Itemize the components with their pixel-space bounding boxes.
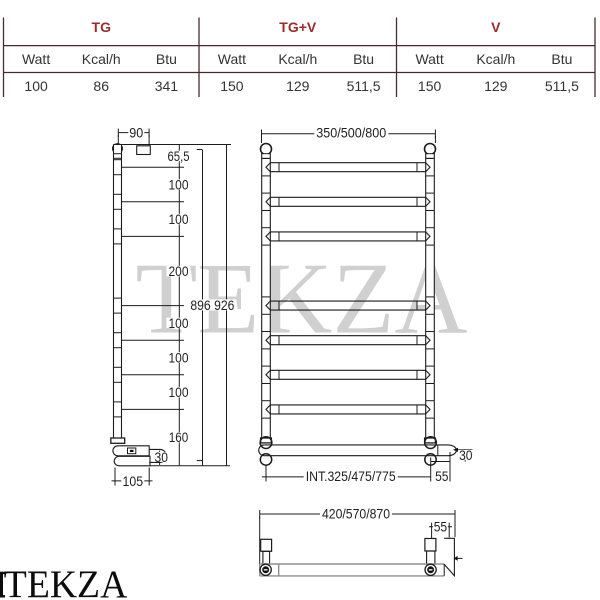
svg-text:129: 129 bbox=[286, 78, 310, 94]
svg-text:100: 100 bbox=[169, 384, 189, 400]
svg-text:TG: TG bbox=[92, 19, 112, 35]
svg-text:150: 150 bbox=[220, 78, 244, 94]
svg-text:511,5: 511,5 bbox=[347, 78, 381, 94]
svg-text:55: 55 bbox=[434, 518, 448, 534]
svg-text:Btu: Btu bbox=[353, 51, 374, 67]
svg-text:65,5: 65,5 bbox=[168, 148, 190, 164]
svg-text:160: 160 bbox=[169, 429, 189, 445]
svg-text:129: 129 bbox=[484, 78, 508, 94]
svg-text:100: 100 bbox=[169, 211, 189, 227]
svg-text:55: 55 bbox=[435, 468, 449, 484]
svg-text:341: 341 bbox=[155, 78, 179, 94]
svg-text:200: 200 bbox=[169, 263, 189, 279]
svg-text:TG+V: TG+V bbox=[279, 19, 317, 35]
svg-text:30: 30 bbox=[459, 447, 473, 463]
svg-text:TEKZA: TEKZA bbox=[4, 563, 128, 600]
svg-text:Btu: Btu bbox=[156, 51, 177, 67]
svg-text:100: 100 bbox=[169, 315, 189, 331]
svg-text:INT.325/475/775: INT.325/475/775 bbox=[306, 468, 396, 484]
svg-text:350/500/800: 350/500/800 bbox=[316, 125, 386, 141]
svg-text:30: 30 bbox=[155, 449, 169, 465]
svg-text:86: 86 bbox=[93, 78, 109, 94]
svg-text:TEKZA: TEKZA bbox=[136, 242, 468, 354]
svg-text:Kcal/h: Kcal/h bbox=[82, 51, 121, 67]
svg-text:Btu: Btu bbox=[551, 51, 572, 67]
svg-text:Kcal/h: Kcal/h bbox=[476, 51, 515, 67]
svg-text:100: 100 bbox=[169, 350, 189, 366]
svg-text:Watt: Watt bbox=[218, 51, 246, 67]
svg-text:511,5: 511,5 bbox=[545, 78, 579, 94]
svg-text:105: 105 bbox=[123, 473, 144, 489]
svg-text:896 926: 896 926 bbox=[190, 297, 234, 313]
svg-text:150: 150 bbox=[418, 78, 442, 94]
svg-text:Kcal/h: Kcal/h bbox=[278, 51, 317, 67]
svg-text:420/570/870: 420/570/870 bbox=[322, 506, 390, 522]
svg-text:100: 100 bbox=[169, 177, 189, 193]
svg-text:90: 90 bbox=[129, 124, 143, 140]
svg-text:Watt: Watt bbox=[415, 51, 443, 67]
svg-text:V: V bbox=[491, 19, 501, 35]
svg-text:100: 100 bbox=[24, 78, 48, 94]
svg-text:Watt: Watt bbox=[22, 51, 50, 67]
